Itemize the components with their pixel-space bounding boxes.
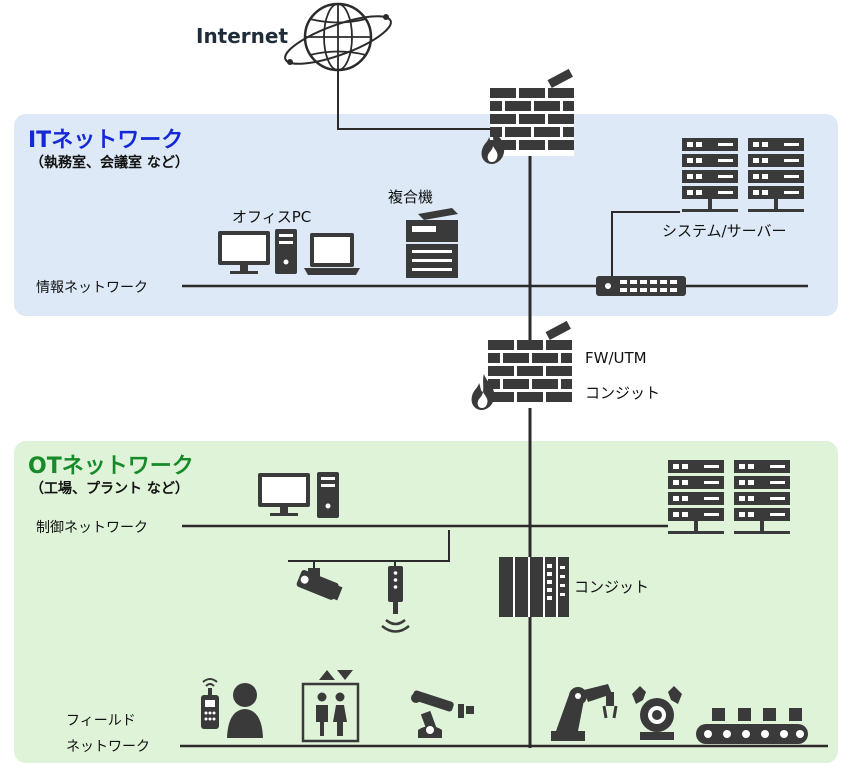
server-rack-icon — [682, 138, 738, 212]
mfp-label: 複合機 — [388, 188, 434, 206]
firewall-consult-label: コンジット — [585, 384, 661, 402]
server-rack-icon — [734, 460, 790, 534]
internet-link — [337, 70, 498, 130]
desktop-pc-icon — [258, 472, 339, 518]
person-icon — [227, 683, 263, 738]
fw-utm-label: FW/UTM — [585, 349, 647, 367]
it-network-title: ITネットワーク — [28, 128, 184, 153]
server-rack-icon — [748, 138, 804, 212]
conveyor-belt-icon — [696, 708, 808, 744]
elevator-icon — [301, 670, 360, 743]
firewall-icon — [481, 68, 574, 164]
plc-consult-label: コンジット — [574, 578, 650, 596]
field-network-label-line2: ネットワーク — [66, 739, 150, 755]
it-network-subtitle: （執務室、会議室 など） — [30, 155, 189, 171]
control-network-label: 制御ネットワーク — [36, 520, 148, 536]
gripper-robot-icon — [632, 686, 682, 740]
firewall-icon — [471, 320, 572, 410]
plc-icon — [499, 557, 569, 617]
desktop-pc-icon — [218, 229, 297, 274]
printer-icon — [406, 208, 458, 278]
robot-arm-icon — [411, 690, 474, 738]
network-switch-icon — [596, 211, 686, 296]
radio-terminal-icon — [201, 678, 219, 729]
server-rack-icon — [668, 460, 724, 534]
industrial-robot-icon — [551, 684, 618, 741]
security-camera-icon — [296, 568, 343, 601]
ot-network-subtitle: （工場、プラント など） — [30, 481, 189, 497]
field-network-label-line1: フィールド — [66, 713, 136, 729]
servers-label: システム/サーバー — [662, 222, 787, 240]
branch-line — [288, 530, 450, 562]
information-network-label: 情報ネットワーク — [36, 280, 148, 296]
wireless-sensor-icon — [381, 566, 410, 633]
laptop-icon — [304, 233, 360, 275]
internet-label: Internet — [196, 24, 289, 48]
ot-network-title: OTネットワーク — [28, 454, 194, 479]
globe-icon — [284, 2, 392, 72]
office-pc-label: オフィスPC — [232, 208, 312, 226]
